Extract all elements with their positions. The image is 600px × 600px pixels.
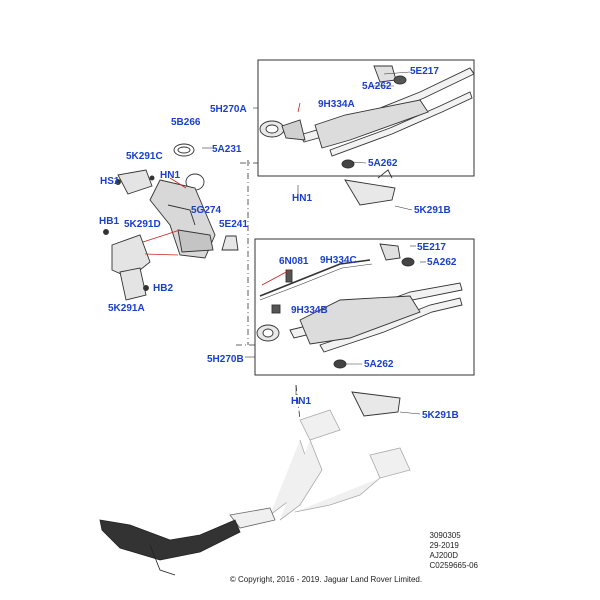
- guide-lines: [236, 160, 301, 421]
- callout-5A262-upper-right[interactable]: 5A262: [362, 81, 392, 92]
- callout-5K291C[interactable]: 5K291C: [126, 151, 163, 162]
- black-leaders: [202, 71, 426, 415]
- callout-9H334A[interactable]: 9H334A: [318, 99, 355, 110]
- manifold-catalyst: [103, 143, 239, 301]
- callout-5H270B[interactable]: 5H270B: [207, 354, 244, 365]
- detail-box-upper: [257, 59, 475, 177]
- detail-box-lower: [254, 238, 475, 376]
- ref-code-3: AJ200D: [429, 551, 458, 560]
- copyright-notice: © Copyright, 2016 - 2019. Jaguar Land Ro…: [229, 575, 423, 584]
- full-exhaust-overview: [99, 409, 411, 576]
- reference-codes: 3090305 29-2019 AJ200D C0259665-06: [430, 531, 478, 571]
- callout-5K291A[interactable]: 5K291A: [108, 303, 145, 314]
- callout-5K291B-upper[interactable]: 5K291B: [414, 205, 451, 216]
- callout-5K291D[interactable]: 5K291D: [124, 219, 161, 230]
- callout-6N081[interactable]: 6N081: [279, 256, 309, 267]
- ref-code-2: 29-2019: [429, 541, 459, 550]
- callout-HB2[interactable]: HB2: [153, 283, 174, 294]
- upper-exhaust-assembly: [259, 65, 475, 206]
- leader-lines: [142, 102, 301, 286]
- ref-code-4: C0259665-06: [429, 561, 478, 570]
- callout-5E217-lower[interactable]: 5E217: [417, 242, 446, 253]
- callout-9H334C[interactable]: 9H334C: [320, 255, 357, 266]
- callout-HN1-lower[interactable]: HN1: [291, 396, 312, 407]
- callout-HN1-manifold[interactable]: HN1: [160, 170, 181, 181]
- lower-exhaust-assembly: [256, 243, 463, 417]
- callout-5A262-upper-left[interactable]: 5A262: [368, 158, 398, 169]
- callout-5E217-upper[interactable]: 5E217: [410, 66, 439, 77]
- callout-HB1[interactable]: HB1: [99, 216, 120, 227]
- callout-9H334B[interactable]: 9H334B: [291, 305, 328, 316]
- callout-5A262-lower-left[interactable]: 5A262: [364, 359, 394, 370]
- callout-5A231[interactable]: 5A231: [212, 144, 242, 155]
- callout-5B266[interactable]: 5B266: [171, 117, 201, 128]
- callout-HN1-upper[interactable]: HN1: [292, 193, 313, 204]
- callout-HS1[interactable]: HS1: [100, 176, 120, 187]
- callout-5H270A[interactable]: 5H270A: [210, 104, 247, 115]
- callout-5E241[interactable]: 5E241: [219, 219, 248, 230]
- callout-5K291B-lower[interactable]: 5K291B: [422, 410, 459, 421]
- callout-5G274[interactable]: 5G274: [191, 205, 222, 216]
- ref-code-1: 3090305: [429, 531, 461, 540]
- callout-5A262-lower-right[interactable]: 5A262: [427, 257, 457, 268]
